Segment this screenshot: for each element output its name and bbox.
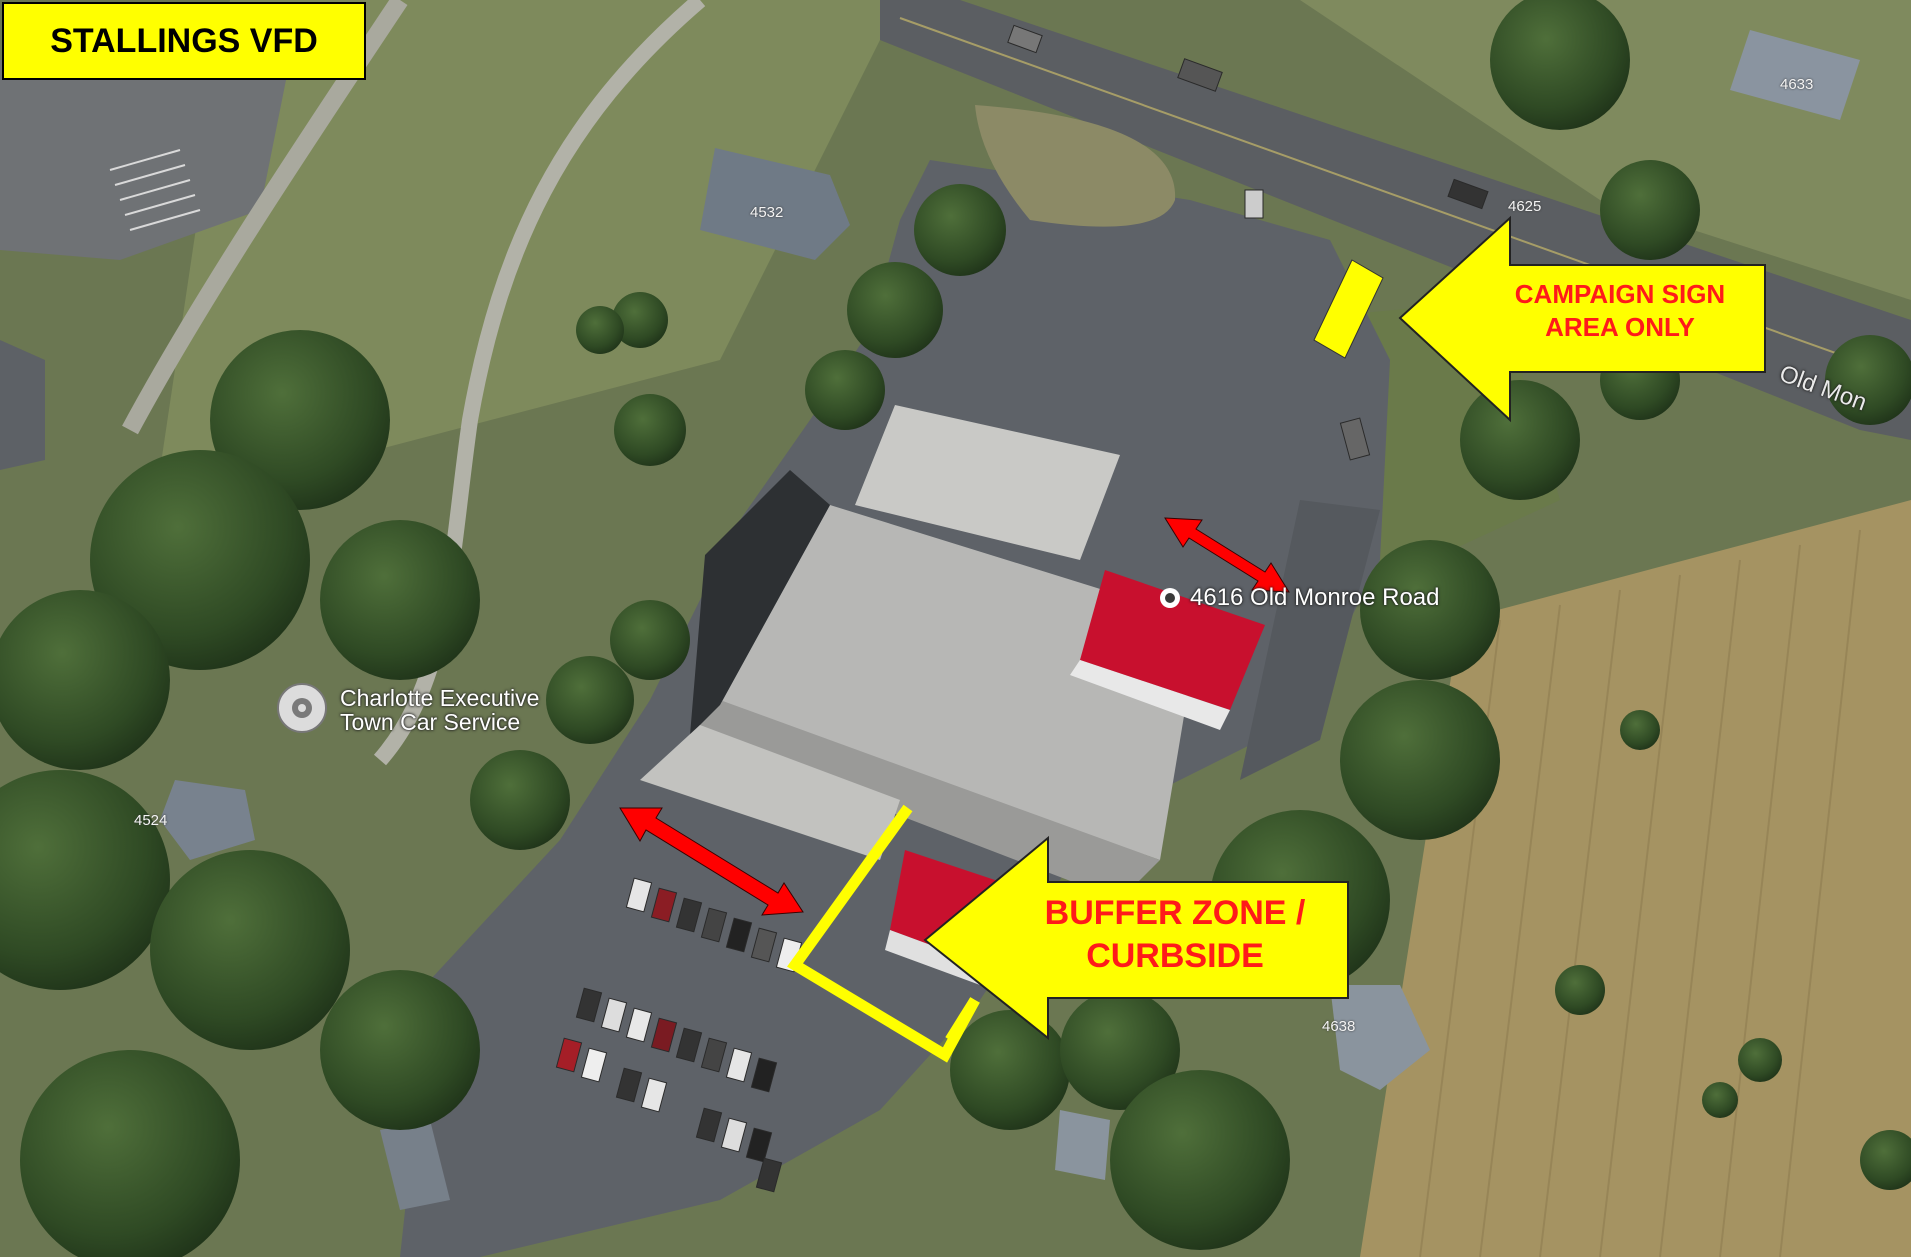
station-address-label[interactable]: 4616 Old Monroe Road [1190, 584, 1440, 611]
map-pin-icon [277, 683, 327, 733]
house-number-4532: 4532 [750, 204, 784, 221]
buffer-zone-callout [923, 835, 1349, 1041]
houses [160, 30, 1860, 1210]
buffer-zone-label-line2: CURBSIDE [1086, 936, 1264, 975]
campaign-sign-label: CAMPAIGN SIGN AREA ONLY [1500, 278, 1740, 343]
map-pin-icon [1160, 588, 1180, 608]
business-label-line2: Town Car Service [340, 709, 521, 736]
buffer-zone-label-line1: BUFFER ZONE / [1044, 894, 1306, 932]
house-number-4638: 4638 [1322, 1018, 1356, 1035]
station-red-roof-north [1080, 570, 1265, 710]
campaign-sign-callout [1398, 215, 1766, 423]
business-label-line1: Charlotte Executive [340, 685, 540, 711]
station-roof-main [720, 505, 1200, 860]
house-number-4633: 4633 [1780, 76, 1814, 93]
house-number-4524: 4524 [134, 812, 168, 829]
campaign-sign-area-marker [1313, 259, 1384, 359]
double-arrow-icon [1164, 517, 1290, 593]
business-label[interactable]: Charlotte Executive Town Car Service [340, 686, 539, 734]
parked-cars [555, 24, 1489, 1193]
page-title: STALLINGS VFD [50, 21, 318, 60]
title-banner: STALLINGS VFD [2, 2, 366, 80]
campaign-sign-label-line2: AREA ONLY [1545, 311, 1695, 342]
station-roof-white [855, 405, 1120, 560]
house-number-4625: 4625 [1508, 198, 1542, 215]
campaign-sign-label-line1: CAMPAIGN SIGN [1514, 279, 1726, 309]
buffer-zone-label: BUFFER ZONE / CURBSIDE [1010, 892, 1340, 977]
double-arrow-icon [619, 807, 804, 916]
